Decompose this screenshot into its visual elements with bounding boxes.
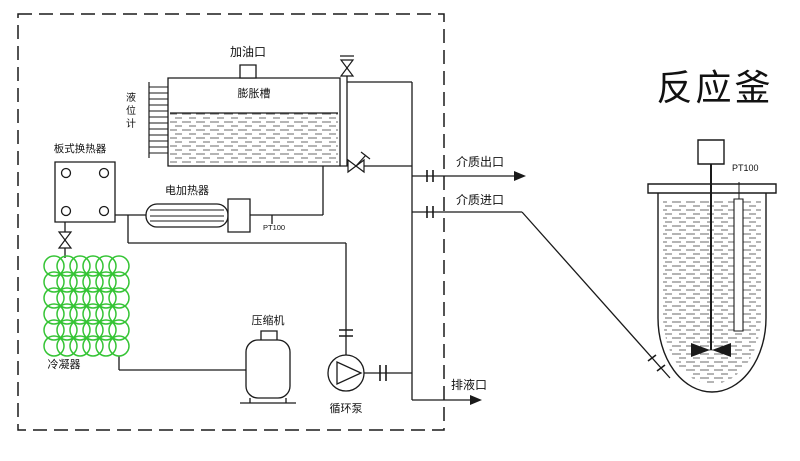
system-boundary <box>18 14 444 430</box>
agitator-motor <box>698 140 724 164</box>
electric-heater-label: 电加热器 <box>165 185 209 197</box>
medium-inlet-label: 介质进口 <box>456 193 505 207</box>
level-gauge-label: 液位计 <box>123 92 135 131</box>
circulation-pump-label: 循环泵 <box>329 403 363 415</box>
tank-outlet-valve <box>348 152 370 172</box>
flange-joints <box>339 170 665 381</box>
drain-port-label: 排液口 <box>451 378 488 392</box>
impeller <box>691 343 710 357</box>
plate-heat-exchanger-label: 板式换热器 <box>53 143 107 155</box>
compressor <box>240 331 296 403</box>
reactor-pt100-label: PT100 <box>732 163 759 173</box>
heater-pt100-label: PT100 <box>263 223 286 232</box>
oil-fill-port-label: 加油口 <box>229 45 266 59</box>
thermowell <box>734 199 743 331</box>
hx-valve <box>59 232 71 248</box>
expansion-tank <box>168 65 340 166</box>
medium-outlet-arrow <box>514 171 526 181</box>
reactor-vessel <box>648 140 776 392</box>
circulation-pump <box>328 355 364 391</box>
condenser-label: 冷凝器 <box>47 359 81 371</box>
flow-arrows <box>470 171 526 405</box>
drain-arrow <box>470 395 482 405</box>
compressor-label: 压缩机 <box>251 315 285 327</box>
electric-heater <box>146 199 250 232</box>
level-gauge <box>149 82 168 158</box>
expansion-tank-label: 膨胀槽 <box>237 88 271 100</box>
reactor-title: 反应釜 <box>656 68 774 108</box>
condenser-coil <box>44 256 129 356</box>
medium-outlet-label: 介质出口 <box>456 155 505 169</box>
plate-heat-exchanger <box>55 162 115 222</box>
impeller <box>712 343 731 357</box>
fill-valve <box>341 60 353 76</box>
oil-fill-port <box>240 65 256 78</box>
